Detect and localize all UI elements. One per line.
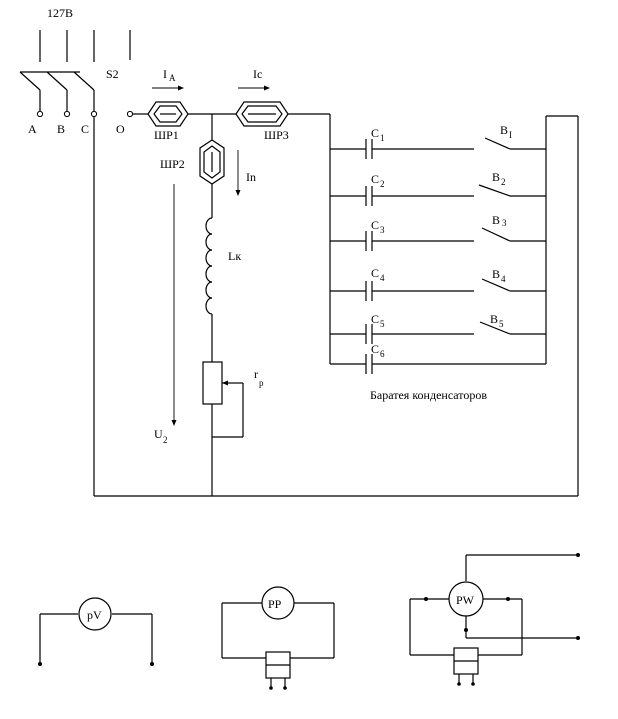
- plug-shr3: ШР3: [235, 101, 289, 142]
- capacitor-c6-label: C: [371, 342, 379, 356]
- capacitor-bank: C 1 C 2 C 3 C 4 C 5 C 6 B I B 2 B 3 B 4 …: [330, 123, 546, 402]
- capacitor-c5-subscript: 5: [380, 319, 385, 329]
- u2-arrow: U 2: [154, 184, 177, 445]
- plug-shr1-label: ШР1: [154, 128, 179, 142]
- switch-b1-subscript: I: [509, 130, 512, 140]
- capacitor-bank-label: Баратея конденсаторов: [370, 388, 487, 402]
- ia-label: I: [163, 67, 167, 81]
- capacitor-c2-subscript: 2: [380, 179, 385, 189]
- in-label: In: [246, 170, 256, 184]
- u2-subscript: 2: [163, 435, 168, 445]
- capacitor-c4-label: C: [371, 266, 379, 280]
- resistor-subscript: р: [259, 378, 264, 388]
- switch-b2-subscript: 2: [501, 177, 506, 187]
- wattmeter-label: PW: [456, 593, 475, 607]
- wattmeter: PW: [409, 553, 580, 686]
- voltmeter-label: pV: [87, 608, 102, 622]
- resistor-rp: [202, 361, 223, 405]
- inductor-branch: Lк r р: [202, 184, 264, 496]
- terminal-o: [126, 110, 134, 118]
- neutral-label: O: [116, 122, 125, 136]
- capacitor-c1-label: C: [371, 126, 379, 140]
- switch-s2-label: S2: [106, 67, 119, 81]
- plug-shr2: ШР2: [160, 139, 225, 185]
- voltmeter-circle: [78, 597, 112, 631]
- switch-b5-subscript: 5: [499, 319, 504, 329]
- phase-a-label: A: [28, 122, 37, 136]
- supply-voltage-label: 127В: [47, 6, 73, 20]
- capacitor-c1-subscript: 1: [380, 133, 385, 143]
- capacitor-c4-subscript: 4: [380, 273, 385, 283]
- capacitor-c3-subscript: 3: [380, 225, 385, 235]
- ic-label: Ic: [253, 67, 262, 81]
- capacitor-c3-label: C: [371, 218, 379, 232]
- main-wiring: [93, 113, 579, 497]
- plug-shr3-label: ШР3: [264, 128, 289, 142]
- voltmeter: pV: [38, 597, 154, 666]
- resistor-label: r: [254, 367, 258, 381]
- phase-b-label: B: [57, 122, 65, 136]
- ia-subscript: A: [169, 73, 176, 83]
- u2-label: U: [154, 427, 163, 441]
- inductor-label: Lк: [228, 249, 241, 263]
- capacitor-c6-subscript: 6: [380, 349, 385, 359]
- plug-shr1: ШР1: [147, 101, 189, 142]
- switch-b4-label: B: [492, 267, 500, 281]
- phase-meter: PP: [221, 586, 335, 690]
- power-supply: 127В A B C O S2: [19, 6, 134, 136]
- switch-b3-label: B: [492, 213, 500, 227]
- switch-b1-label: B: [500, 123, 508, 137]
- phase-c-label: C: [81, 122, 89, 136]
- switch-b4-subscript: 4: [501, 274, 506, 284]
- current-arrows: I A Ic In: [152, 67, 270, 196]
- plug-shr2-label: ШР2: [160, 157, 185, 171]
- phase-meter-circle: [261, 586, 295, 620]
- terminal-c: [90, 110, 98, 118]
- switch-b2-label: B: [492, 170, 500, 184]
- phase-meter-label: PP: [268, 597, 282, 611]
- inductor-coil: [205, 217, 213, 315]
- terminal-b: [63, 110, 71, 118]
- capacitor-c2-label: C: [371, 172, 379, 186]
- terminal-a: [36, 110, 44, 118]
- switch-b5-label: B: [490, 312, 498, 326]
- switch-b3-subscript: 3: [502, 218, 507, 228]
- capacitor-c5-label: C: [371, 312, 379, 326]
